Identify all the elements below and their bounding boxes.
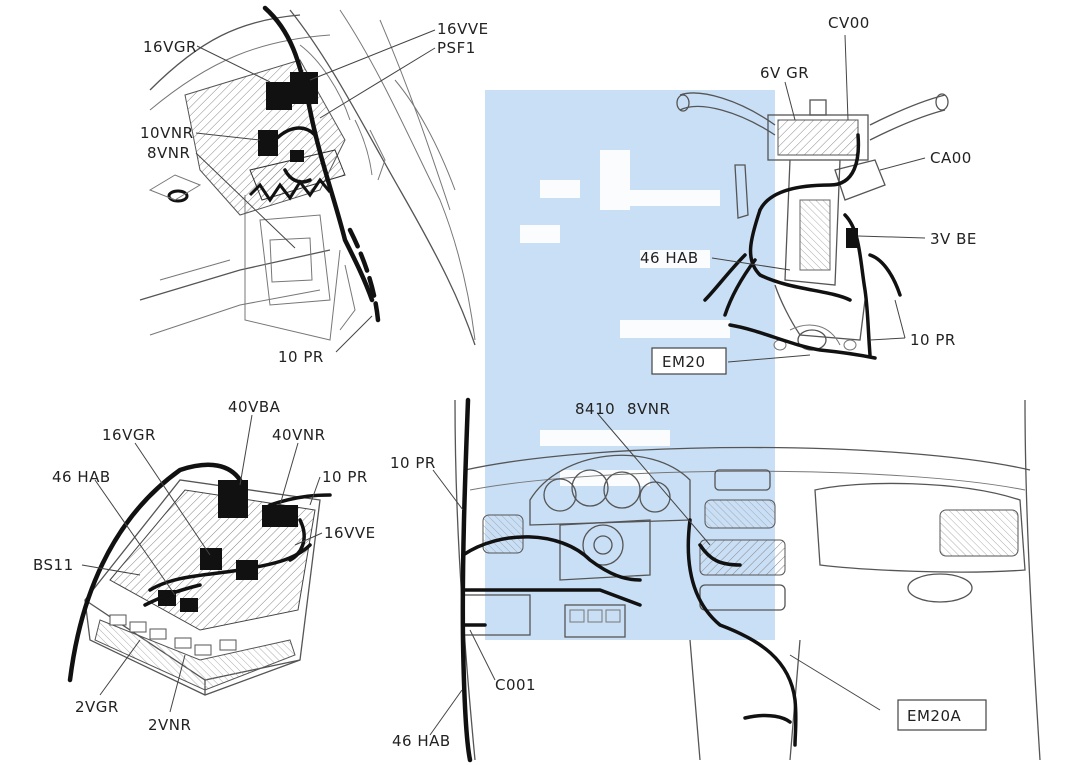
label-3vbe: 3V BE — [930, 230, 977, 248]
label-16vgr-bottom: 16VGR — [102, 426, 156, 444]
label-40vba: 40VBA — [228, 398, 281, 416]
em20a-box — [897, 699, 987, 731]
label-2vgr: 2VGR — [75, 698, 119, 716]
label-em20a: EM20A — [907, 707, 962, 725]
label-10vnr: 10VNR — [140, 124, 194, 142]
label-46hab-top: 46 HAB — [640, 249, 699, 267]
label-6vgr: 6V GR — [760, 64, 809, 82]
label-psf1: PSF1 — [437, 39, 476, 57]
label-8vnr-top: 8VNR — [147, 144, 190, 162]
label-8410: 8410 — [575, 400, 615, 418]
top-left-engine-bay-drawing — [139, 5, 476, 353]
label-16vve-bottom: 16VVE — [324, 524, 376, 542]
label-cv00: CV00 — [828, 14, 870, 32]
label-bs11: BS11 — [33, 556, 74, 574]
label-16vve-top: 16VVE — [437, 20, 489, 38]
em20-box — [651, 347, 727, 375]
label-2vnr: 2VNR — [148, 716, 191, 734]
label-8vnr-bottom: 8VNR — [627, 400, 670, 418]
bottom-right-dashboard-drawing — [429, 397, 1041, 763]
label-40vnr: 40VNR — [272, 426, 326, 444]
top-right-steering-column-drawing — [676, 34, 949, 363]
label-em20: EM20 — [662, 353, 706, 371]
label-10pr-bottom-left: 10 PR — [322, 468, 368, 486]
label-16vgr-top: 16VGR — [143, 38, 197, 56]
label-10pr-bottom-right: 10 PR — [390, 454, 436, 472]
label-c001: C001 — [495, 676, 536, 694]
label-10pr-top-left: 10 PR — [278, 348, 324, 366]
label-46hab-bottom-left: 46 HAB — [52, 468, 111, 486]
bottom-left-fuse-box-drawing — [67, 414, 332, 713]
label-ca00: CA00 — [930, 149, 972, 167]
label-46hab-bottom-right: 46 HAB — [392, 732, 451, 750]
label-10pr-top-right: 10 PR — [910, 331, 956, 349]
watermark — [485, 90, 775, 640]
